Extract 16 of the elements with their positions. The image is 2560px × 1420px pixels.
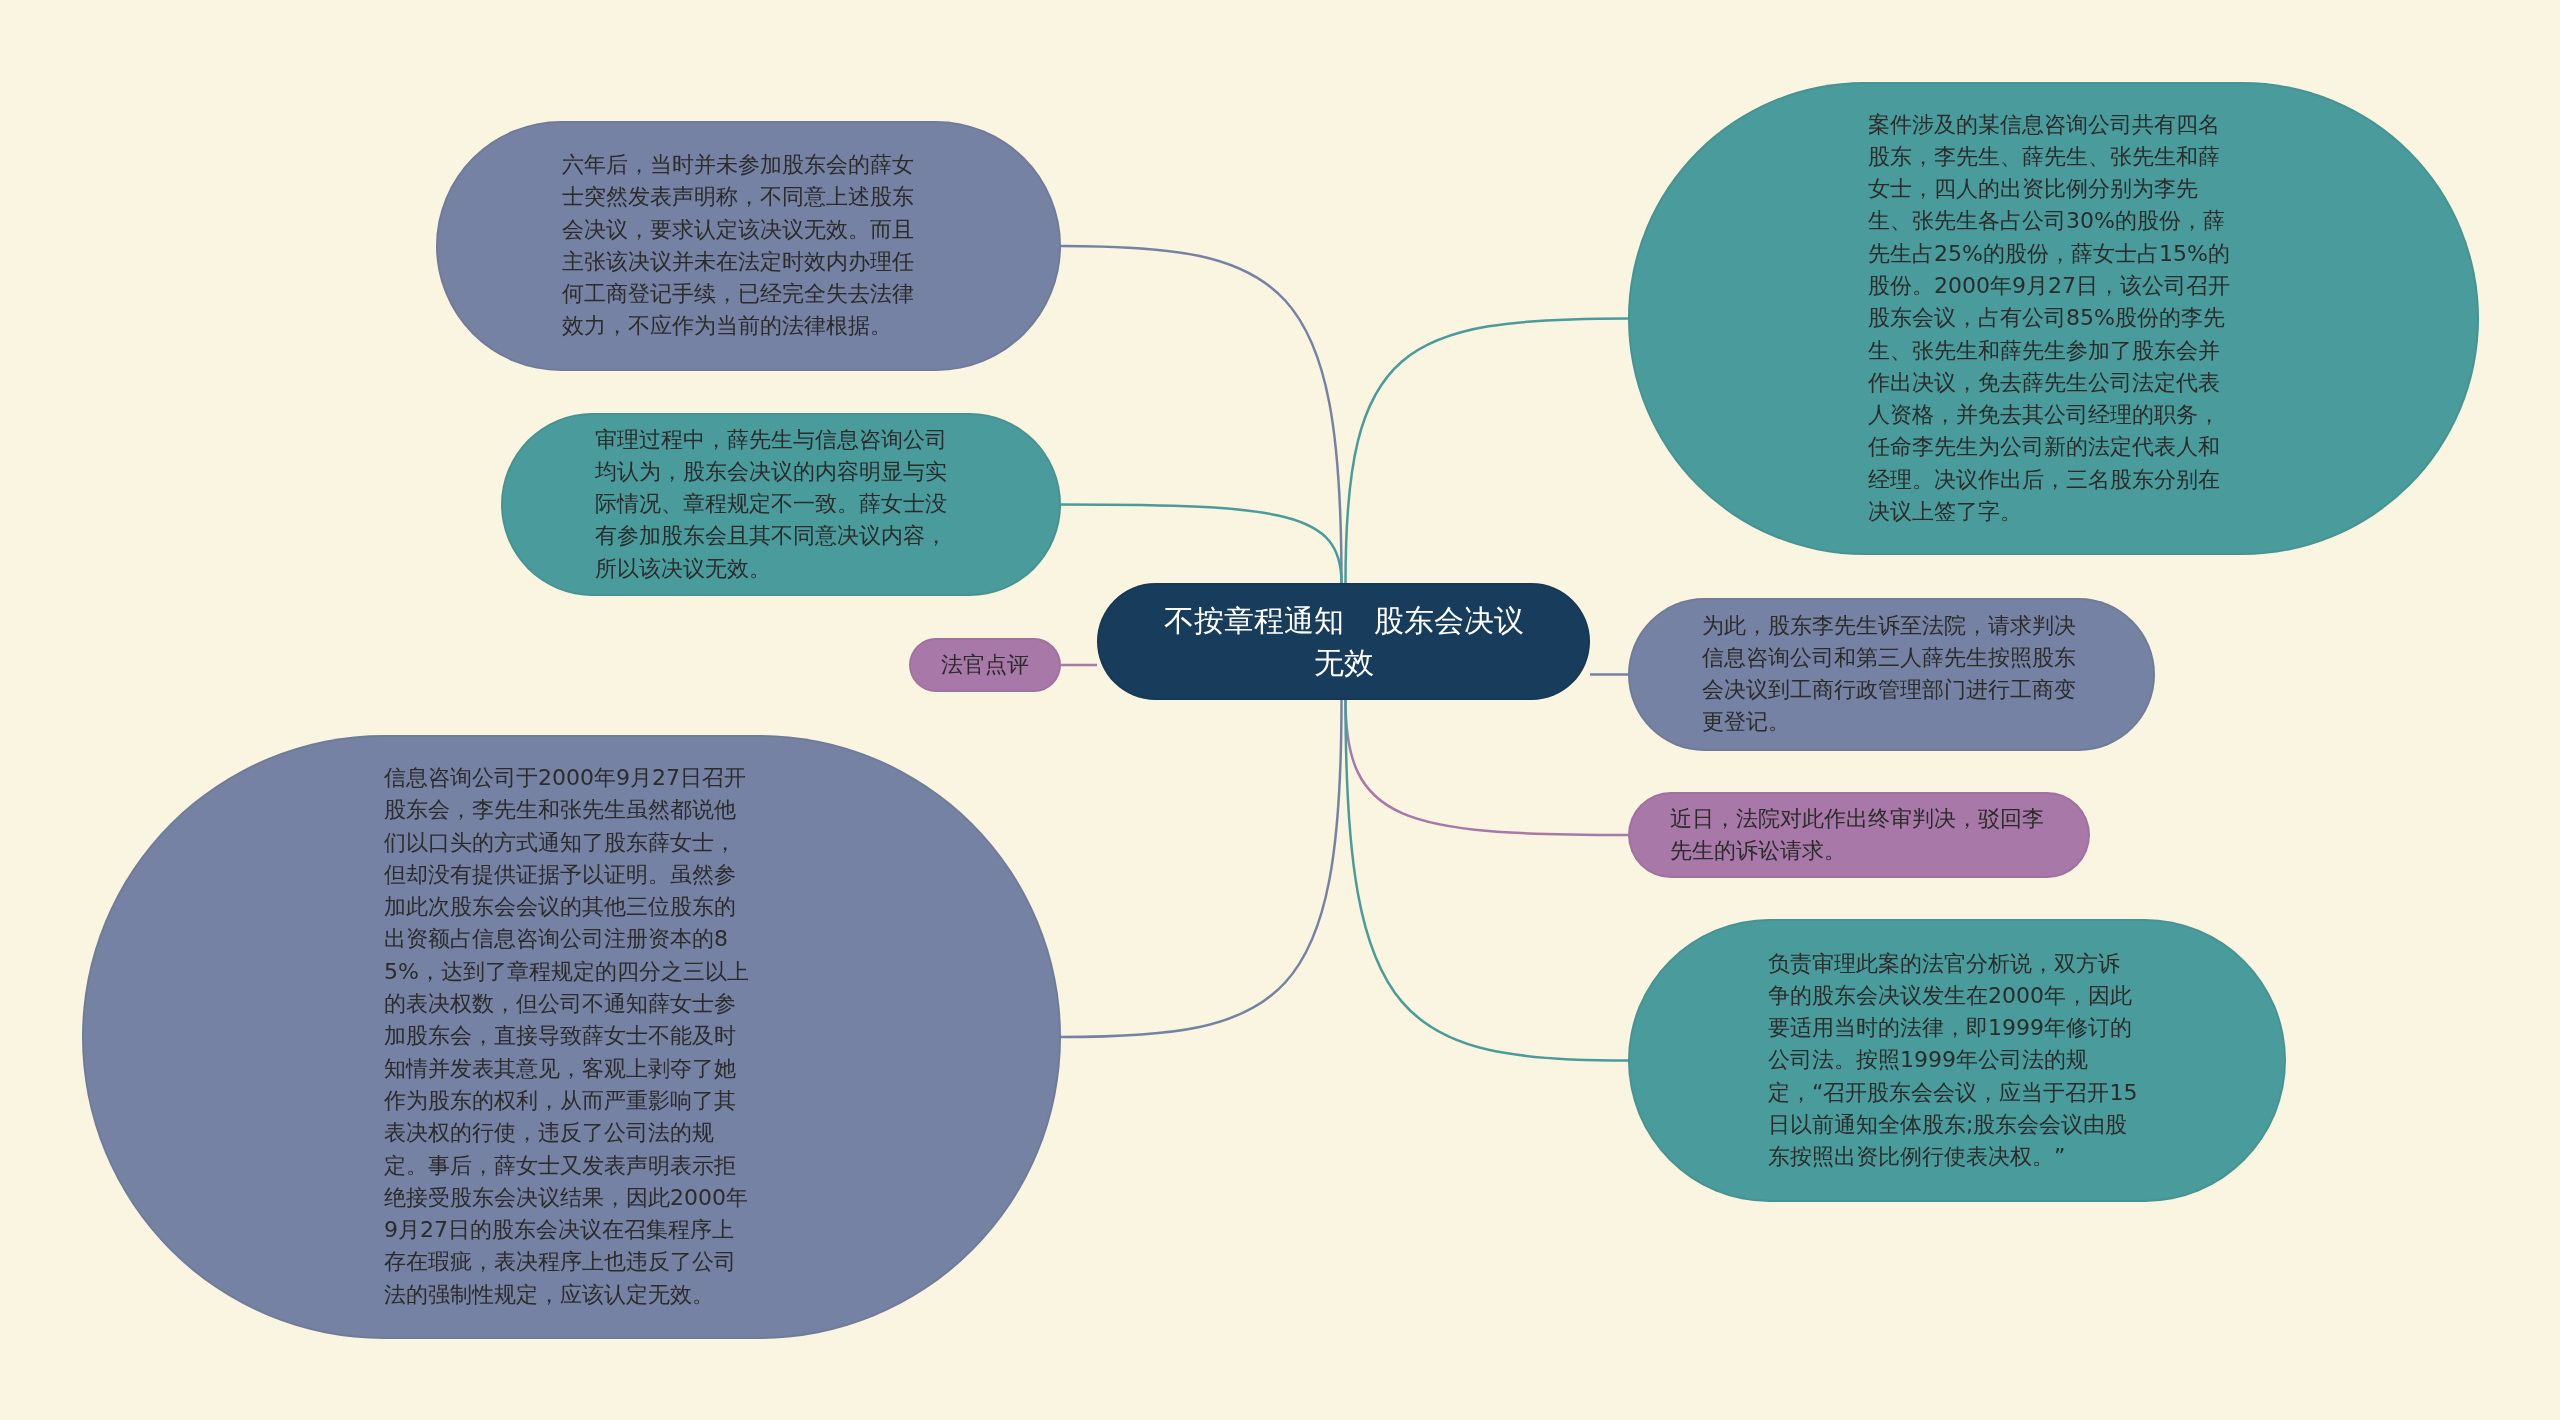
connector-line (1590, 673, 1628, 676)
topic-text: 六年后，当时并未参加股东会的薛女士突然发表声明称，不同意上述股东会决议，要求认定该决议无效。而且主张该决议并未在法定时效内办理任何工商登记手续，已经完全失去法律效力，不应作为当前的法律根据。 (562, 151, 915, 341)
connector-line (1061, 663, 1097, 667)
connector-line (1061, 503, 1343, 584)
topic-text: 法官点评 (940, 651, 1030, 679)
connector-line (1344, 317, 1628, 584)
topic-text: 为此，股东李先生诉至法院，请求判决信息咨询公司和第三人薛先生按照股东会决议到工商行政管理部门进行工商变更登记。 (1702, 611, 2077, 737)
topic-text: 近日，法院对此作出终审判决，驳回李先生的诉讼请求。 (1670, 804, 2045, 865)
connector-line (1344, 699, 1629, 1062)
topic-title: 不按章程通知 股东会决议无效 (1162, 601, 1525, 682)
topic-text: 审理过程中，薛先生与信息咨询公司均认为，股东会决议的内容明显与实际情况、章程规定不一致。薛女士没有参加股东会且其不同意决议内容，所以该决议无效。 (595, 425, 948, 583)
connector-line (1060, 699, 1343, 1039)
topic-text: 案件涉及的某信息咨询公司共有四名股东，李先生、薛先生、张先生和薛女士，四人的出资比例分别为李先生、张先生各占公司30%的股份，薛先生占25%的股份，薛女士占15%的股份。2000年9月27日，该公司召开股东会议，占有公司85%股份的李先生、张先生和薛先生参加了股东会并作出决议，免去薛先生公司法定代表人资格，并免去其公司经理的职务，任命李先生为公司新的法定代表人和经理。决议作出后，三名股东分别在决议上签了字。 (1868, 110, 2231, 527)
topic-bubble (909, 638, 1061, 692)
topic-text: 负责审理此案的法官分析说，双方诉争的股东会决议发生在2000年，因此要适用当时的法律，即1999年修订的公司法。按照1999年公司法的规定，“召开股东会会议，应当于召开15日以前通知全体股东;股东会会议由股东按照出资比例行使表决权。” (1768, 949, 2139, 1172)
topic-text: 信息咨询公司于2000年9月27日召开股东会，李先生和张先生虽然都说他们以口头的方式通知了股东薛女士，但却没有提供证据予以证明。虽然参加此次股东会会议的其他三位股东的出资额占信息咨询公司注册资本的85%，达到了章程规定的四分之三以上的表决权数，但公司不通知薛女士参加股东会，直接导致薛女士不能及时知情并发表其意见，客观上剥夺了她作为股东的权利，从而严重影响了其表决权的行使，违反了公司法的规定。事后，薛女士又发表声明表示拒绝接受股东会决议结果，因此2000年9月27日的股东会决议在召集程序上存在瑕疵，表决程序上也违反了公司法的强制性规定，应该认定无效。 (384, 764, 750, 1310)
